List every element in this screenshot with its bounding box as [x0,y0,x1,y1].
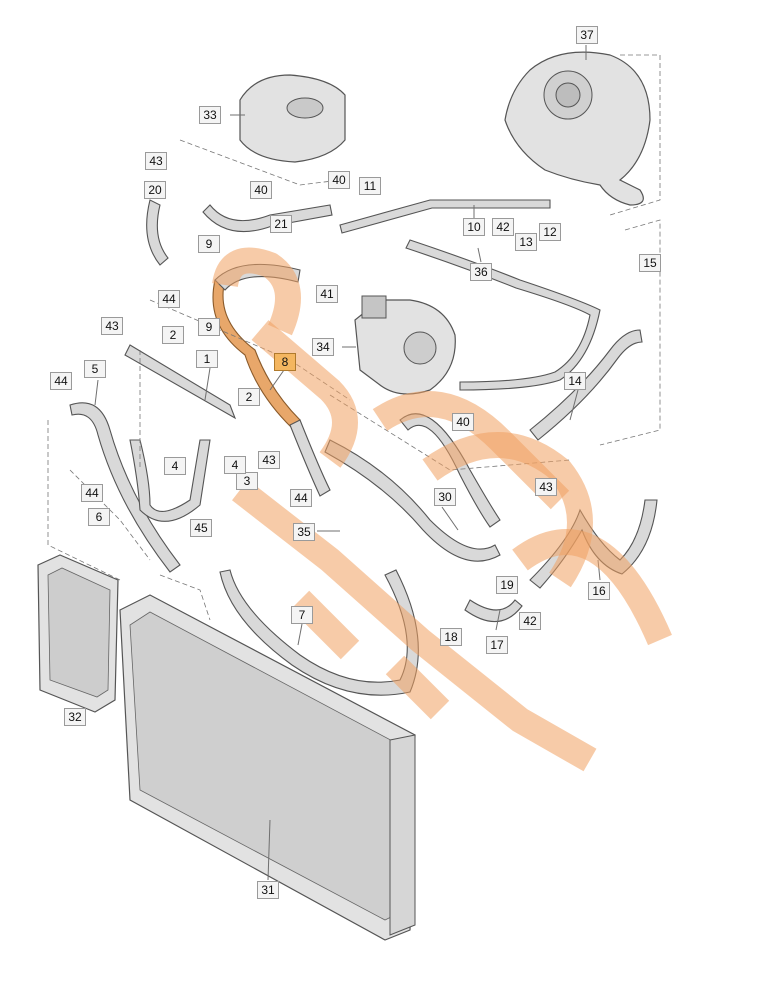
callout-31: 31 [257,881,279,899]
callout-14: 14 [564,372,586,390]
callout-40b: 40 [328,171,350,189]
callout-32: 32 [64,708,86,726]
callout-6: 6 [88,508,110,526]
callout-35: 35 [293,523,315,541]
callout-41: 41 [316,285,338,303]
callout-40a: 40 [250,181,272,199]
callout-36: 36 [470,263,492,281]
callout-43c: 43 [258,451,280,469]
callout-45: 45 [190,519,212,537]
callout-44b: 44 [50,372,72,390]
callout-12: 12 [539,223,561,241]
callout-17: 17 [486,636,508,654]
callout-2a: 2 [162,326,184,344]
callout-44d: 44 [290,489,312,507]
callout-15: 15 [639,254,661,272]
callout-42a: 42 [492,218,514,236]
callout-40c: 40 [452,413,474,431]
turbocharger-part-37 [504,51,651,206]
callout-9a: 9 [198,235,220,253]
callout-11: 11 [359,177,381,195]
callout-21: 21 [270,215,292,233]
callout-30: 30 [434,488,456,506]
leader-lines [94,45,601,881]
callout-42b: 42 [519,612,541,630]
expansion-tank-part-33 [239,74,346,163]
callout-19: 19 [496,576,518,594]
callout-13: 13 [515,233,537,251]
oil-cooler-part-32 [37,554,119,713]
callout-8-highlighted: 8 [274,353,296,371]
callout-44c: 44 [81,484,103,502]
callout-4a: 4 [164,457,186,475]
callout-37: 37 [576,26,598,44]
coolant-pump-part-34 [354,295,456,395]
callout-10: 10 [463,218,485,236]
callout-1: 1 [196,350,218,368]
callout-18: 18 [440,628,462,646]
callout-43d: 43 [535,478,557,496]
callout-20: 20 [144,181,166,199]
callout-3: 3 [236,472,258,490]
callout-16: 16 [588,582,610,600]
callout-43a: 43 [145,152,167,170]
callout-33: 33 [199,106,221,124]
callout-34: 34 [312,338,334,356]
callout-43b: 43 [101,317,123,335]
callout-2b: 2 [238,388,260,406]
callout-9b: 9 [198,318,220,336]
radiator-part-31 [119,594,416,941]
callout-5: 5 [84,360,106,378]
callout-4b: 4 [224,456,246,474]
callout-44a: 44 [158,290,180,308]
callout-7: 7 [291,606,313,624]
